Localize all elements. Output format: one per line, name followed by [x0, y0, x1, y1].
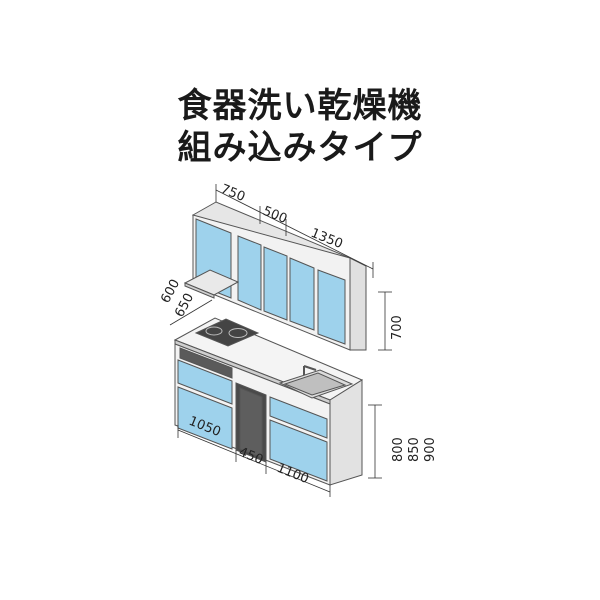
control-panel: [179, 347, 233, 379]
upper-door-3: [263, 246, 288, 321]
upper-door-4: [289, 257, 315, 331]
dimension-lines: [169, 184, 392, 497]
title-line-1: 食器洗い乾燥機: [177, 86, 423, 126]
counter-height-800: 800: [391, 437, 406, 462]
upper-width-750: 750: [219, 182, 248, 205]
upper-height-700: 700: [390, 315, 405, 340]
drawer-lower-left: [177, 386, 233, 450]
upper-door-2: [237, 235, 262, 311]
counter-height-850: 850: [407, 437, 422, 462]
base-cabinets: [173, 317, 364, 486]
upper-door-5: [317, 269, 346, 345]
upper-cabinets: [191, 201, 367, 351]
title-line-2: 組み込みタイプ: [177, 128, 423, 168]
cooktop: [194, 318, 260, 347]
drawer-upper-left: [177, 359, 233, 405]
drawer-top-right: [269, 396, 328, 439]
drawer-bottom-right: [269, 419, 328, 482]
counter-height-900: 900: [423, 437, 438, 462]
range-hood: [183, 269, 240, 299]
